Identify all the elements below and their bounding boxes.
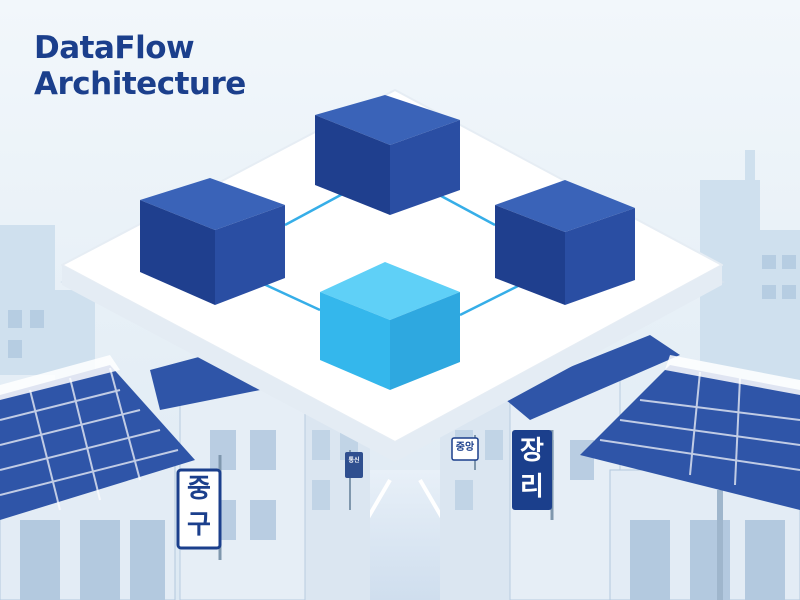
- sign-right-char-1: 장: [520, 436, 544, 466]
- sign-left-char-2: 구: [187, 510, 211, 540]
- title-line-2: Architecture: [34, 66, 246, 102]
- sign-right: [512, 430, 554, 520]
- sign-small-right: [451, 435, 479, 470]
- house-front-left: [0, 355, 195, 600]
- cube-center: [320, 262, 460, 390]
- cube-left: [140, 178, 285, 305]
- sign-small-left-text: 통신: [348, 457, 360, 464]
- cube-right: [495, 180, 635, 305]
- distant-windows: [8, 255, 796, 358]
- cube-top: [315, 95, 460, 215]
- sign-right-char-2: 리: [520, 472, 544, 502]
- sign-left-char-1: 중: [187, 474, 211, 504]
- tiled-roof-right: [580, 365, 800, 510]
- house-front-right: [580, 355, 800, 600]
- sign-small-right-text: 중앙: [455, 442, 475, 453]
- title-line-1: DataFlow: [34, 30, 195, 66]
- page-title: DataFlow Architecture: [34, 30, 246, 102]
- tiled-roof-left: [0, 365, 195, 520]
- sign-left: [176, 455, 222, 560]
- sign-small-left: [345, 450, 363, 510]
- back-buildings-right: [440, 400, 520, 600]
